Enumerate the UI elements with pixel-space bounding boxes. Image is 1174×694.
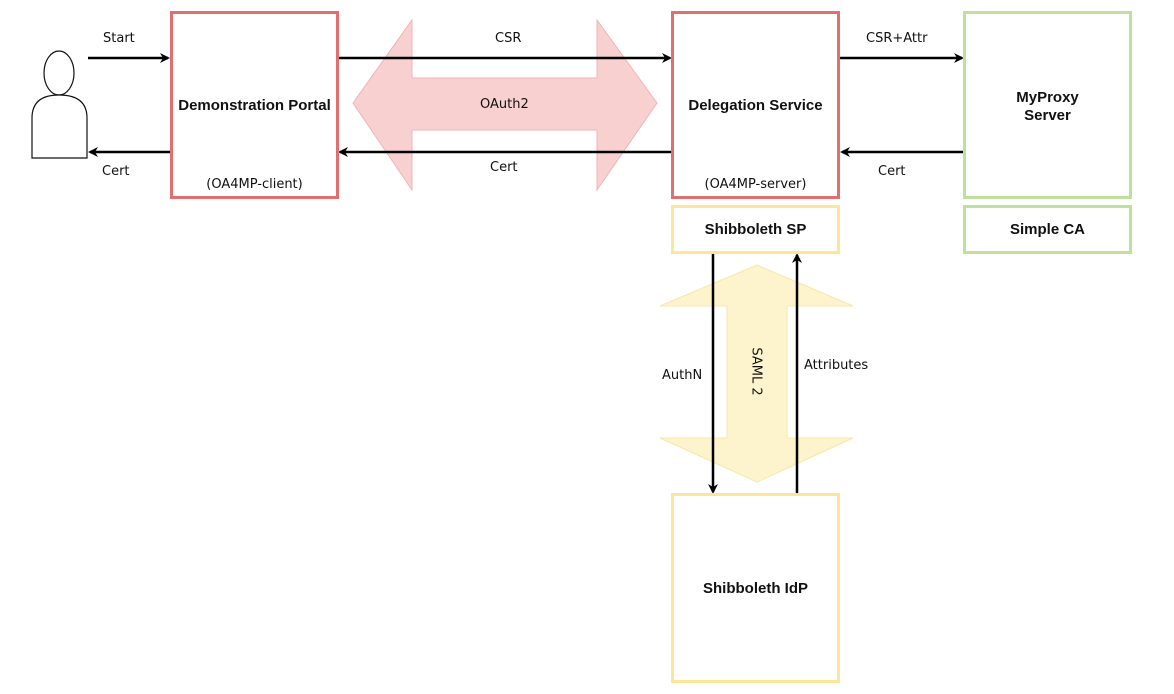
authn-label: AuthN xyxy=(662,368,703,383)
shibboleth-sp-node: Shibboleth SP xyxy=(671,205,840,254)
cert-portal-label: Cert xyxy=(490,160,518,175)
simple-ca-title: Simple CA xyxy=(1009,221,1085,238)
saml2-double-arrow xyxy=(659,264,854,483)
cert-myproxy-label: Cert xyxy=(878,164,906,179)
csr-label: CSR xyxy=(495,31,522,46)
shibboleth-idp-title: Shibboleth IdP xyxy=(703,580,808,597)
attributes-label: Attributes xyxy=(804,358,869,373)
myproxy-server-title-line1: MyProxy xyxy=(1016,89,1079,106)
start-label: Start xyxy=(103,31,135,46)
delegation-service-node: Delegation Service (OA4MP-server) xyxy=(671,11,840,199)
shibboleth-idp-node: Shibboleth IdP xyxy=(671,493,840,683)
shibboleth-sp-title: Shibboleth SP xyxy=(704,221,807,238)
oauth2-label: OAuth2 xyxy=(480,97,529,112)
cert-user-label: Cert xyxy=(102,164,130,179)
simple-ca-node: Simple CA xyxy=(963,205,1132,254)
demonstration-portal-title: Demonstration Portal xyxy=(178,97,331,114)
myproxy-server-title-line2: Server xyxy=(1024,107,1071,124)
saml2-label: SAML 2 xyxy=(748,347,764,396)
myproxy-server-node: MyProxy Server xyxy=(963,11,1132,199)
user-icon xyxy=(31,50,88,159)
demonstration-portal-subtitle: (OA4MP-client) xyxy=(206,177,303,192)
delegation-service-subtitle: (OA4MP-server) xyxy=(704,177,807,192)
csr-attr-label: CSR+Attr xyxy=(866,31,928,46)
delegation-service-title: Delegation Service xyxy=(688,97,823,114)
demonstration-portal-node: Demonstration Portal (OA4MP-client) xyxy=(170,11,339,199)
